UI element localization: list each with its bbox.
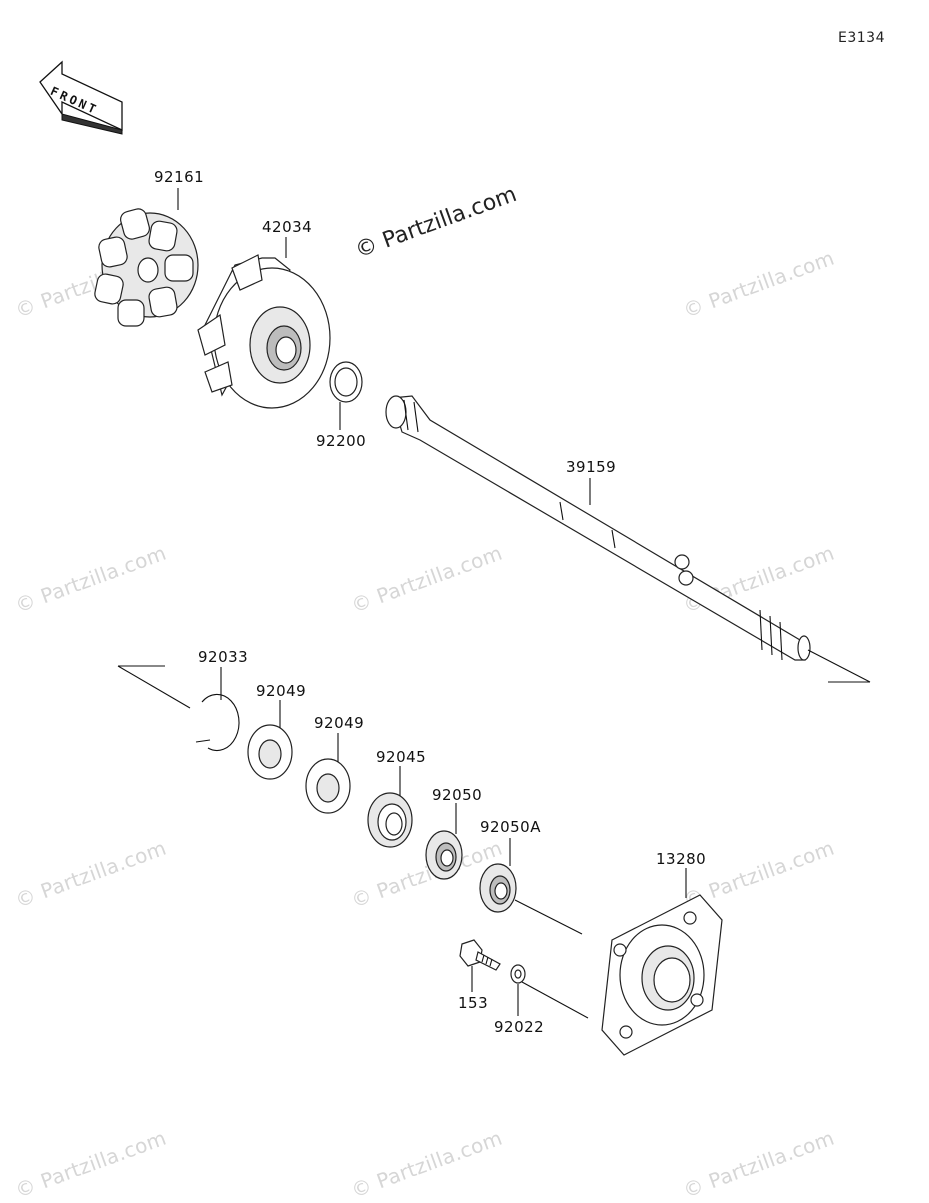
washer-92022-part[interactable] xyxy=(510,964,526,984)
callout-42034[interactable]: 42034 xyxy=(262,218,313,236)
callout-92200[interactable]: 92200 xyxy=(316,432,367,450)
callout-92045[interactable]: 92045 xyxy=(376,748,427,766)
oil-seal-92050a-part[interactable] xyxy=(479,863,517,913)
oil-seal-92049-a-part[interactable] xyxy=(247,724,293,780)
oil-seal-92049-b-part[interactable] xyxy=(305,758,351,814)
callout-13280[interactable]: 13280 xyxy=(656,850,707,868)
callout-92050a[interactable]: 92050A xyxy=(480,818,541,836)
damper-92161-part[interactable] xyxy=(93,207,199,327)
callout-92161[interactable]: 92161 xyxy=(154,168,205,186)
front-arrow-icon xyxy=(39,60,123,135)
callout-92022[interactable]: 92022 xyxy=(494,1018,545,1036)
shaft-39159-part[interactable] xyxy=(385,395,811,661)
bearing-92045-part[interactable] xyxy=(367,792,413,848)
oil-seal-92050-part[interactable] xyxy=(425,830,463,880)
coupling-42034-part[interactable] xyxy=(197,254,331,409)
callout-39159[interactable]: 39159 xyxy=(566,458,617,476)
callout-153[interactable]: 153 xyxy=(458,994,489,1012)
callout-92049-b[interactable]: 92049 xyxy=(314,714,365,732)
callout-92033[interactable]: 92033 xyxy=(198,648,249,666)
bolt-153-part[interactable] xyxy=(459,939,501,971)
diagram-code: E3134 xyxy=(838,30,885,46)
bearing-housing-13280-part[interactable] xyxy=(601,894,723,1056)
circlip-92033-part[interactable] xyxy=(195,693,240,751)
washer-92200-part[interactable] xyxy=(329,361,363,403)
callout-92049-a[interactable]: 92049 xyxy=(256,682,307,700)
callout-92050[interactable]: 92050 xyxy=(432,786,483,804)
